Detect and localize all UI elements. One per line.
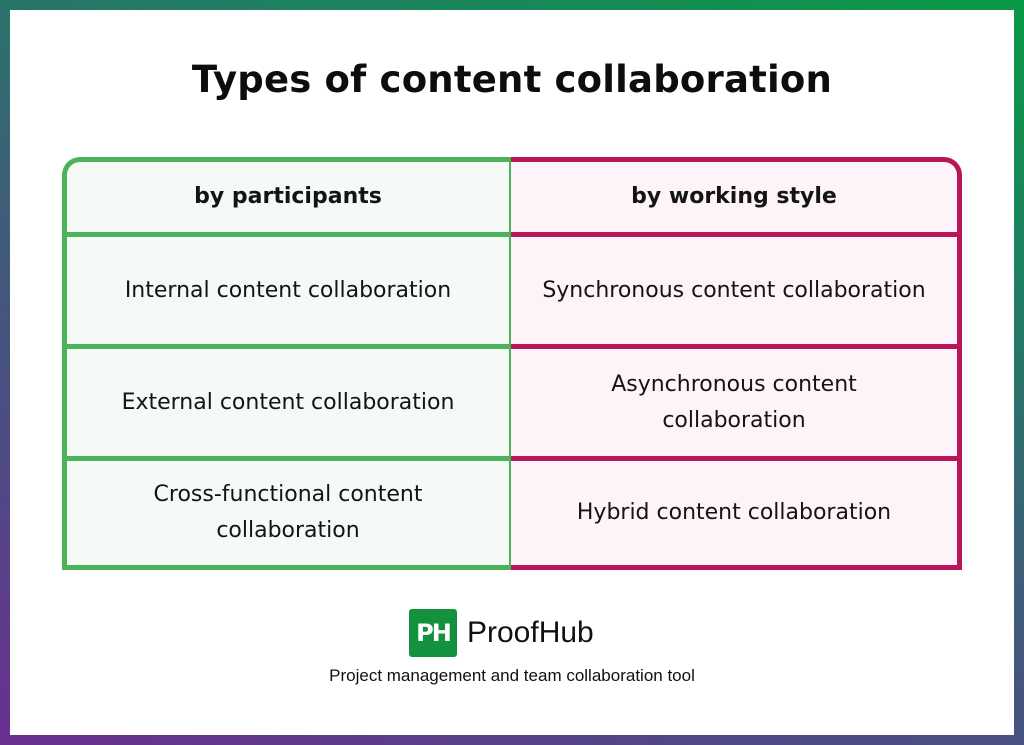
participants-column: by participants Internal content collabo… — [62, 157, 513, 570]
collaboration-types-table: by participants Internal content collabo… — [62, 157, 962, 570]
participants-header: by participants — [194, 184, 382, 209]
divider — [511, 456, 957, 461]
page-title: Types of content collaboration — [191, 58, 833, 101]
table-cell: Asynchronous content collaboration — [611, 371, 857, 433]
divider — [511, 232, 957, 237]
divider — [67, 232, 509, 237]
table-cell: External content collaboration — [121, 389, 455, 415]
divider — [67, 456, 509, 461]
brand-name: ProofHub — [467, 616, 594, 649]
table-cell: Hybrid content collaboration — [576, 500, 892, 525]
brand-lockup: PH ProofHub — [409, 609, 594, 657]
divider — [511, 344, 957, 349]
divider — [67, 344, 509, 349]
table-cell: Internal content collaboration — [124, 277, 452, 303]
table-cell: Synchronous content collaboration — [542, 277, 926, 303]
working-style-header: by working style — [631, 184, 837, 209]
table-cell: Cross-functional content collaboration — [153, 482, 423, 543]
proofhub-logo-icon: PH — [409, 609, 457, 657]
brand-tagline: Project management and team collaboratio… — [329, 666, 695, 685]
working-style-column: by working style Synchronous content col… — [511, 157, 962, 570]
